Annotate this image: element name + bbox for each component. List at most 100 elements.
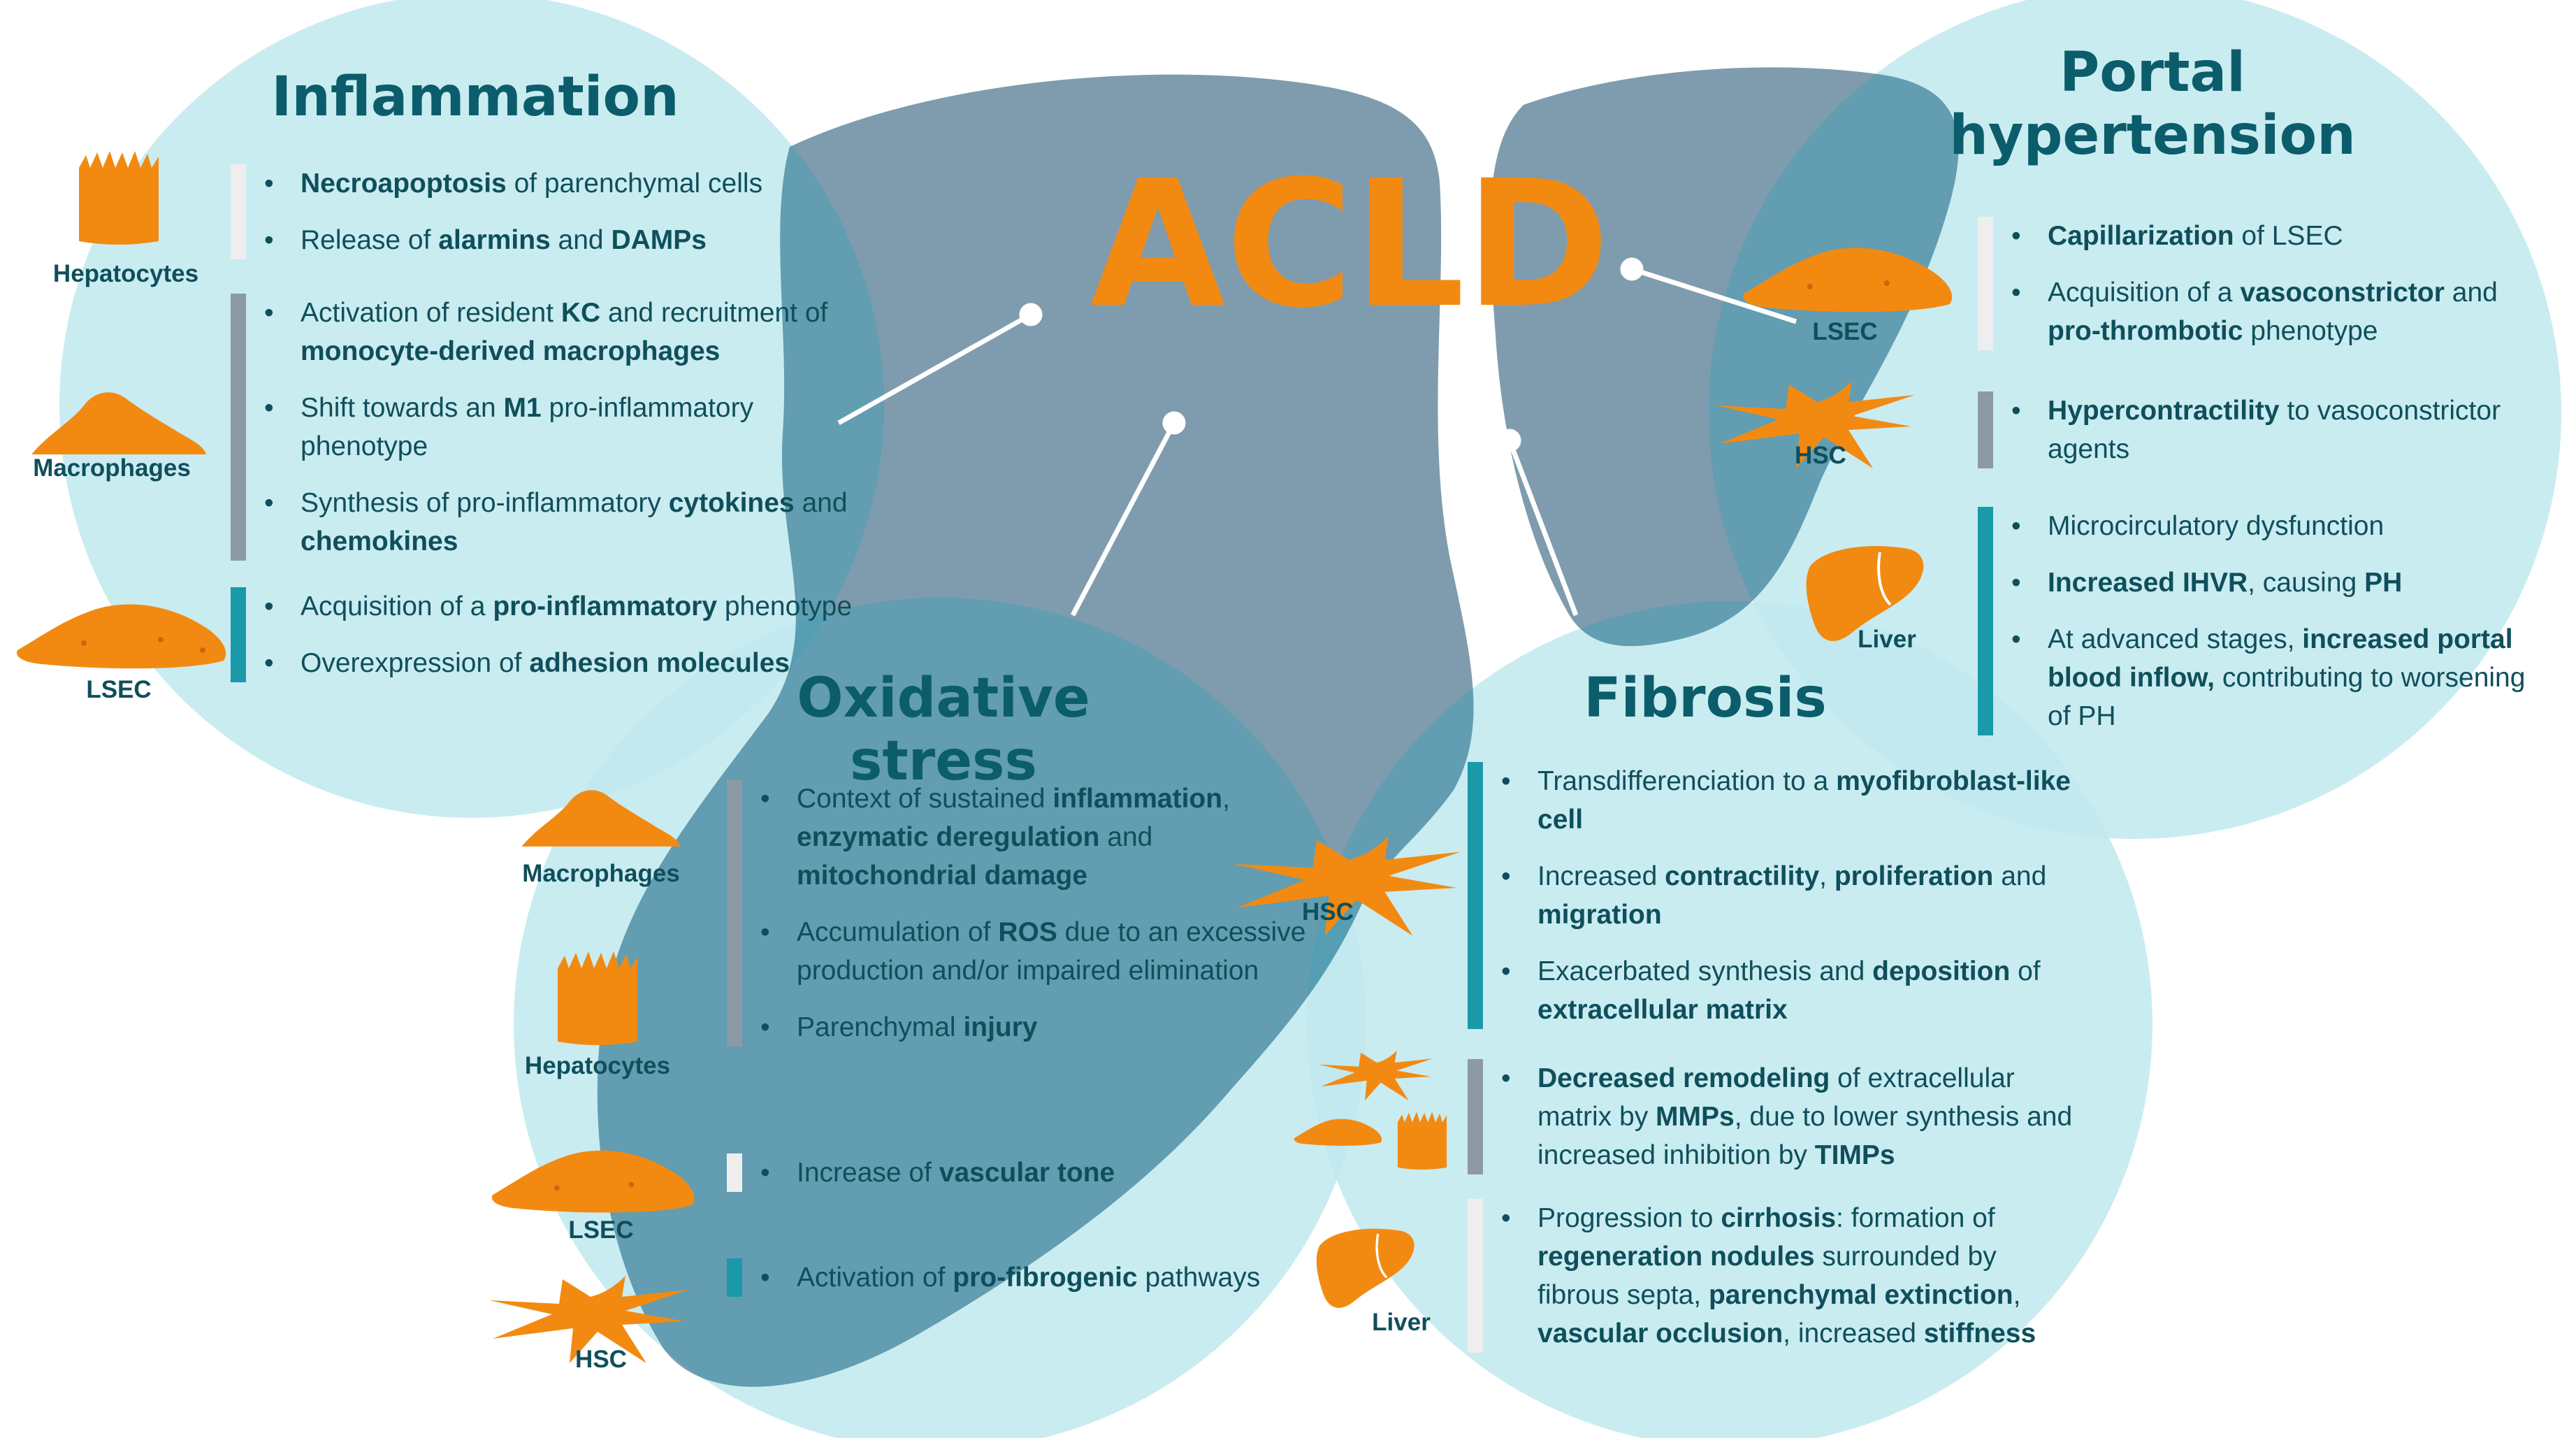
bullet-list: Progression to cirrhosis: formation of r… (1468, 1199, 2083, 1353)
bullet-text-bold: pro-inflammatory (493, 591, 718, 621)
inflammation-group-1: Necroapoptosis of parenchymal cellsRelea… (231, 164, 860, 259)
bullet-text-bold: chemokines (301, 526, 458, 556)
bullet-text-bold: proliferation (1834, 861, 1994, 891)
bullet-text-bold: adhesion molecules (529, 648, 790, 678)
oxidative-hsc-label: HSC (575, 1346, 627, 1373)
portal-lsec-label: LSEC (1812, 318, 1878, 345)
bullet-text: Progression to (1537, 1203, 1721, 1233)
group-bar (727, 779, 742, 1047)
bullet-text: contributing to worsening of PH (2048, 663, 2526, 731)
bullet-text-bold: M1 (503, 393, 542, 423)
bullet-text-bold: cirrhosis (1721, 1203, 1837, 1233)
lsec-icon (17, 604, 226, 669)
bullet-text-bold: Capillarization (2048, 221, 2234, 251)
bullet-text-bold: inflammation (1052, 784, 1223, 814)
bullet-text: pro-inflammatory phenotype (301, 393, 754, 461)
bullet-item: Release of alarmins and DAMPs (264, 221, 860, 259)
bullet-text-bold: increased portal blood inflow, (2048, 624, 2513, 693)
bullet-text-bold: Decreased remodeling (1537, 1063, 1830, 1093)
bullet-list: Hypercontractility to vasoconstrictor ag… (1978, 391, 2551, 468)
bullet-text: due to an excessive production and/or im… (797, 917, 1306, 986)
bullet-text: Acquisition of a (2048, 278, 2241, 308)
portal-hypertension-group-2: Hypercontractility to vasoconstrictor ag… (1978, 391, 2551, 468)
bullet-list: Context of sustained inflammation, enzym… (727, 779, 1321, 1047)
bullet-text-bold: MMPs (1656, 1102, 1735, 1132)
oxidative-stress-group-2: Increase of vascular tone (727, 1153, 1321, 1192)
bullet-text: phenotype (717, 591, 853, 621)
group-bar (1978, 217, 1993, 350)
bullet-text-bold: KC (560, 298, 601, 328)
bullet-item: At advanced stages, increased portal blo… (2011, 620, 2551, 735)
bullet-text-bold: injury (963, 1012, 1038, 1042)
bullet-item: Hypercontractility to vasoconstrictor ag… (2011, 391, 2551, 468)
bullet-item: Microcirculatory dysfunction (2011, 507, 2551, 545)
bullet-text: Shift towards an (301, 393, 504, 423)
bullet-text: Synthesis of pro-inflammatory (301, 488, 669, 518)
liver-icon (1806, 546, 1924, 641)
bullet-text: , increased (1783, 1318, 1924, 1349)
group-bar (231, 164, 246, 259)
group-bar (1468, 1059, 1483, 1174)
bullet-text: Acquisition of a (301, 591, 493, 621)
bullet-text-bold: pro-thrombotic (2048, 316, 2243, 346)
group-bar (727, 1258, 742, 1297)
bullet-text: to vasoconstrictor agents (2048, 396, 2501, 464)
oxidative-hepatocytes-label: Hepatocytes (524, 1052, 671, 1079)
hsc-icon (1233, 835, 1461, 936)
bullet-text: Release of (301, 225, 439, 255)
bullet-text-bold: monocyte-derived macrophages (301, 336, 721, 366)
hepatocyte-small-icon (1397, 1112, 1447, 1170)
hepatocyte-icon (558, 951, 637, 1045)
group-bar (727, 1153, 742, 1192)
bullet-text-bold: extracellular matrix (1537, 995, 1788, 1025)
bullet-list: Decreased remodeling of extracellular ma… (1468, 1059, 2083, 1174)
lsec-icon (491, 1150, 695, 1213)
bullet-text-bold: TIMPs (1814, 1140, 1895, 1170)
fibrosis-group-3: Progression to cirrhosis: formation of r… (1468, 1199, 2083, 1353)
bullet-text-bold: ROS (998, 917, 1057, 947)
bullet-text: Activation of resident (301, 298, 561, 328)
bullet-text-bold: deposition (1872, 956, 2011, 986)
bullet-item: Activation of pro-fibrogenic pathways (760, 1258, 1321, 1297)
bullet-list: Acquisition of a pro-inflammatory phenot… (231, 587, 860, 682)
bullet-text-bold: migration (1537, 900, 1662, 930)
group-bar (1978, 507, 1993, 735)
portal-hsc-label: HSC (1795, 442, 1846, 469)
bullet-text-bold: Increased IHVR (2048, 568, 2248, 598)
bullet-text-bold: enzymatic deregulation (797, 822, 1100, 852)
portal-hypertension-group-1: Capillarization of LSECAcquisition of a … (1978, 217, 2551, 350)
bullet-text: and (1993, 861, 2047, 891)
bullet-text-bold: DAMPs (611, 225, 707, 255)
bullet-item: Increase of vascular tone (760, 1153, 1321, 1192)
bullet-text-bold: alarmins (438, 225, 551, 255)
bullet-text: and recruitment of (600, 298, 828, 328)
group-bar (231, 587, 246, 682)
bullet-list: Capillarization of LSECAcquisition of a … (1978, 217, 2551, 350)
inflammation-group-2: Activation of resident KC and recruitmen… (231, 294, 860, 561)
bullet-item: Progression to cirrhosis: formation of r… (1501, 1199, 2083, 1353)
bullet-text: , (1222, 784, 1230, 814)
bullet-text-bold: myofibroblast-like cell (1537, 766, 2071, 835)
acld-title: ACLD (1090, 143, 1610, 346)
bullet-text: Exacerbated synthesis and (1537, 956, 1873, 986)
bullet-text: : formation of (1836, 1203, 1995, 1233)
bullet-text: Activation of (797, 1263, 953, 1293)
bullet-text-bold: Hypercontractility (2048, 396, 2280, 426)
bullet-item: Synthesis of pro-inflammatory cytokines … (264, 484, 860, 561)
bullet-list: Transdifferenciation to a myofibroblast-… (1468, 762, 2083, 1029)
oxidative-macrophages-label: Macrophages (522, 860, 680, 887)
bullet-list: Necroapoptosis of parenchymal cellsRelea… (231, 164, 860, 259)
bullet-text: , (1819, 861, 1835, 891)
bullet-list: Activation of resident KC and recruitmen… (231, 294, 860, 561)
bullet-text: Increased (1537, 861, 1665, 891)
bullet-text: pathways (1137, 1263, 1261, 1293)
bullet-item: Decreased remodeling of extracellular ma… (1501, 1059, 2083, 1174)
bullet-text: Parenchymal (797, 1012, 964, 1042)
hsc-small-icon (1319, 1050, 1433, 1101)
fibrosis-group-1: Transdifferenciation to a myofibroblast-… (1468, 762, 2083, 1029)
bullet-item: Transdifferenciation to a myofibroblast-… (1501, 762, 2083, 839)
bullet-item: Context of sustained inflammation, enzym… (760, 779, 1321, 895)
oxidative-lsec-label: LSEC (568, 1216, 634, 1244)
bullet-text-bold: parenchymal extinction (1708, 1280, 2013, 1310)
group-bar (1978, 391, 1993, 468)
